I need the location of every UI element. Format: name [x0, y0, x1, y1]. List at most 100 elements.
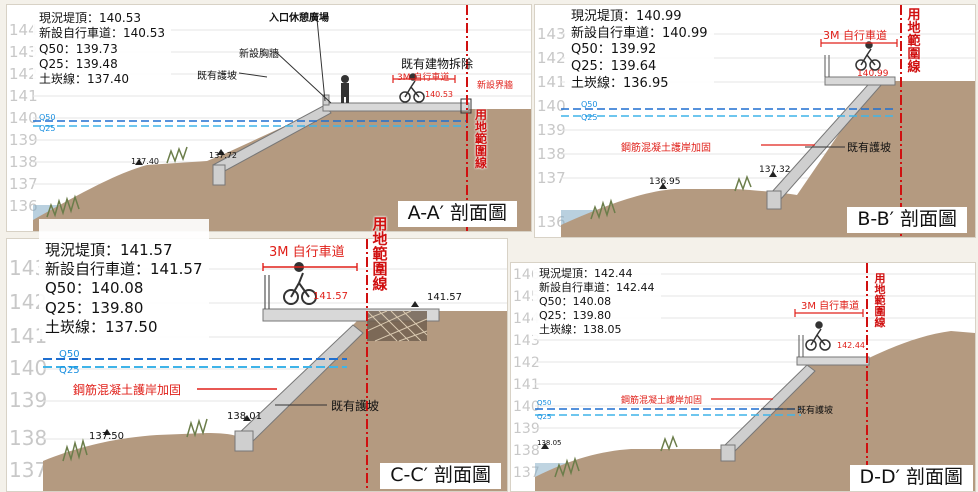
- elev-tick: 141: [9, 87, 38, 105]
- label-rc-reinforce: 鋼筋混凝土護岸加固: [621, 396, 703, 406]
- label-demolish-building: 既有建物拆除: [401, 57, 474, 71]
- revetment-toe: [212, 164, 226, 186]
- section-panel-a: 144 143 142 141 140 139 138 137 136: [6, 4, 532, 232]
- label-entrance-plaza: 入口休憩廣場: [269, 13, 329, 24]
- embankment-soil: [33, 109, 531, 231]
- label-new-parapet: 新設胸牆: [239, 49, 279, 60]
- section-drawing-c: 143 142 141 140 139 138 137: [9, 239, 507, 491]
- deck: [322, 102, 470, 112]
- label-q25: Q25: [39, 124, 56, 133]
- elev-deck: 141.57: [313, 291, 348, 302]
- info-line: Q25：139.64: [571, 58, 657, 74]
- grass: [590, 174, 752, 220]
- info-line: 新設自行車道：142.44: [539, 281, 655, 295]
- elev-tick: 137: [9, 175, 38, 193]
- revetment-toe: [720, 444, 736, 462]
- label-bike-lane: 3M 自行車道: [823, 29, 887, 42]
- elev-wall: 137.72: [209, 151, 237, 160]
- label-existing-revetment: 既有護坡: [197, 71, 237, 82]
- info-line: Q50：140.08: [539, 295, 612, 309]
- section-drawing-d: 146 145 144 143 142 141 140 139 138 137: [513, 263, 975, 491]
- crosshatch-pattern: [366, 310, 428, 342]
- label-rc-reinforce: 鋼筋混凝土護岸加固: [621, 143, 711, 154]
- elev-tick: 137: [513, 465, 540, 481]
- elev-deck: 140.99: [857, 69, 889, 79]
- info-line: Q25：139.48: [39, 57, 118, 72]
- elev-toe: 138.05: [537, 439, 562, 447]
- elev-tick: 141: [513, 377, 540, 393]
- embankment-soil: [43, 311, 507, 491]
- elev-tick: 144: [9, 21, 38, 39]
- elev-tick: 139: [9, 388, 47, 412]
- elev-toe: 137.40: [131, 157, 159, 166]
- railing: [264, 275, 270, 309]
- label-q25: Q25: [59, 365, 80, 376]
- label-new-boundary: 新設界牆: [477, 81, 514, 91]
- info-line: Q50：139.92: [571, 42, 657, 58]
- elev-tick: 137: [537, 169, 566, 187]
- label-bike-lane: 3M 自行車道: [397, 73, 450, 83]
- section-panel-d: 146 145 144 143 142 141 140 139 138 137: [510, 262, 976, 492]
- label-q25: Q25: [581, 113, 598, 122]
- grass: [554, 434, 678, 478]
- elev-tick: 143: [537, 25, 566, 43]
- elev-wall: 137.32: [759, 165, 791, 175]
- section-title-a: A-A′ 剖面圖: [397, 201, 517, 227]
- elev-tick: 140: [537, 97, 566, 115]
- parapet: [322, 94, 330, 106]
- elev-tick: 137: [9, 458, 47, 482]
- elev-tick: 136: [537, 213, 566, 231]
- section-drawing-a: 144 143 142 141 140 139 138 137 136: [9, 5, 531, 231]
- embankment-soil: [535, 331, 975, 491]
- grass: [46, 146, 188, 218]
- label-bike-lane: 3M 自行車道: [269, 245, 345, 260]
- elev-tick: 142: [513, 355, 540, 371]
- grass: [62, 418, 208, 462]
- elev-tick: 143: [9, 43, 38, 61]
- info-line: 土崁線：138.05: [539, 323, 622, 337]
- elev-toe: 137.50: [89, 431, 124, 442]
- bike-lane-dimension: [392, 75, 456, 83]
- label-q25: Q25: [537, 413, 552, 421]
- elev-tick: 138: [9, 426, 47, 450]
- info-line: 新設自行車道：140.53: [39, 26, 165, 41]
- elev-tick: 139: [513, 421, 540, 437]
- info-line: 現況堤頂：140.99: [571, 9, 682, 24]
- label-land-boundary: 用地範圍線: [907, 8, 921, 75]
- info-line: 現況堤頂：141.57: [45, 241, 173, 259]
- label-q50: Q50: [39, 113, 56, 122]
- elev-tick: 138: [9, 153, 38, 171]
- info-line: 土崁線：136.95: [571, 75, 669, 91]
- label-rc-reinforce: 鋼筋混凝土護岸加固: [73, 383, 182, 397]
- section-title-b: B-B′ 剖面圖: [847, 207, 967, 233]
- elev-deck: 142.44: [837, 341, 865, 350]
- elev-markers: [541, 443, 549, 449]
- elev-crest: 141.57: [427, 292, 462, 303]
- bike-lane-dimension: [820, 39, 898, 47]
- elev-tick: 140: [9, 109, 38, 127]
- info-line: 新設自行車道：140.99: [571, 25, 708, 41]
- elev-tick: 141: [537, 73, 566, 91]
- label-existing-revetment: 既有護坡: [847, 141, 891, 154]
- info-box-c: 現況堤頂：141.57 新設自行車道：141.57 Q50：140.08 Q25…: [39, 219, 209, 339]
- info-line: 現況堤頂：142.44: [539, 267, 633, 280]
- info-line: Q50：140.08: [45, 279, 144, 298]
- cyclist-figure: [855, 41, 881, 71]
- elev-wall: 138.01: [227, 411, 262, 422]
- elev-toe: 136.95: [649, 177, 681, 187]
- info-line: 新設自行車道：141.57: [45, 260, 203, 279]
- label-q50: Q50: [537, 399, 552, 407]
- bike-lane-dimension: [794, 309, 864, 317]
- leader-lines: [238, 18, 332, 104]
- revetment-toe: [234, 430, 254, 452]
- info-line: Q25：139.80: [539, 309, 612, 323]
- info-line: Q50：139.73: [39, 41, 118, 56]
- pedestrian-figure: [341, 75, 349, 103]
- section-title-c: C-C′ 剖面圖: [380, 463, 501, 489]
- elev-tick: 142: [9, 65, 38, 83]
- section-panel-c: 143 142 141 140 139 138 137: [6, 217, 508, 492]
- deck: [796, 356, 870, 366]
- elev-tick: 142: [537, 49, 566, 67]
- deck: [824, 76, 896, 86]
- elev-tick: 138: [513, 443, 540, 459]
